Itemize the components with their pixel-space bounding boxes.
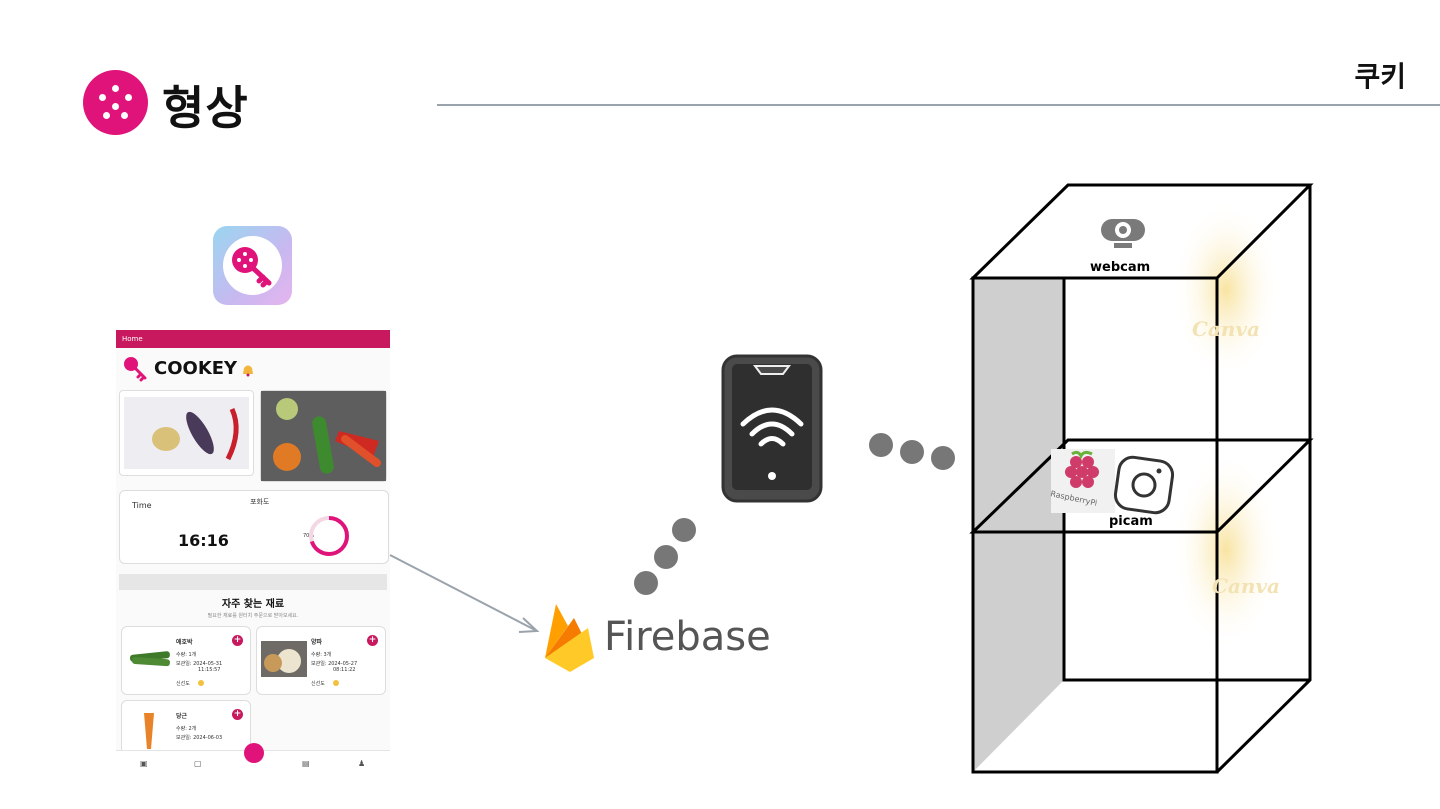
watermark: Canva [1192, 317, 1260, 341]
time-label: Time [132, 501, 152, 510]
firebase-label: Firebase [604, 614, 771, 660]
firebase-flame-icon [545, 604, 594, 672]
team-logo [83, 70, 148, 135]
key-icon [232, 247, 272, 288]
section-title: 자주 찾는 재료 [221, 599, 285, 610]
grid-nav-icon[interactable]: ▤ [302, 759, 310, 768]
center-key-button[interactable] [244, 743, 264, 763]
zucchini-image [129, 651, 170, 667]
ingredient-qty: 수량: 2개 [176, 726, 197, 732]
ingredient-qty: 수량: 1개 [176, 652, 197, 658]
app-brand: COOKEY [154, 358, 238, 379]
gauge-value: 70% [303, 533, 315, 539]
home-nav-icon[interactable]: ▣ [140, 759, 148, 768]
add-button[interactable]: + [367, 635, 378, 646]
carrot-image [144, 713, 154, 749]
connection-dot [654, 545, 678, 569]
fridge-photo-1 [119, 390, 254, 476]
freshness-dot [333, 680, 339, 686]
ingredient-time: 08:11:22 [333, 667, 356, 673]
fridge-photo-2 [260, 390, 387, 482]
section-subtitle: 필요한 재료를 원터치 주문으로 받아보세요. [207, 613, 299, 619]
ingredient-name: 당근 [176, 713, 188, 720]
ingredient-name: 애호박 [176, 639, 193, 646]
connection-dot [931, 446, 955, 470]
fridge-wireframe: Canva Canva [969, 183, 1314, 774]
header-divider [437, 104, 1440, 106]
add-button[interactable]: + [232, 635, 243, 646]
profile-nav-icon[interactable]: ♟ [358, 759, 366, 768]
time-card: Time 포화도 16:16 70% [119, 490, 389, 564]
ingredient-date: 보관일: 2024-05-27 [311, 661, 358, 667]
arrow-app-to-firebase [389, 554, 540, 633]
ingredient-card[interactable]: 애호박 + 수량: 1개 보관일: 2024-05-31 11:15:57 신선… [121, 626, 251, 695]
smartphone-wifi-icon [721, 354, 823, 503]
ingredient-qty: 수량: 3개 [311, 652, 332, 658]
freshness-gauge [309, 516, 349, 556]
app-icon [213, 226, 292, 305]
freshness-label: 포화도 [250, 498, 270, 506]
webcam-icon [1101, 219, 1145, 248]
add-button[interactable]: + [232, 709, 243, 720]
time-value: 16:16 [178, 531, 229, 550]
team-name: 쿠키 [1354, 60, 1406, 93]
app-nav-bar: Home [116, 330, 390, 348]
onion-image [261, 641, 307, 677]
raspberry-pi-icon: RaspberryPi [1050, 449, 1115, 513]
ingredient-date: 보관일: 2024-05-31 [176, 661, 223, 667]
camera-icon [1113, 455, 1175, 515]
freshness-dot [198, 680, 204, 686]
connection-dot [900, 440, 924, 464]
webcam-label: webcam [1090, 260, 1151, 275]
ingredient-time: 11:15:57 [198, 667, 221, 673]
connection-dot [634, 571, 658, 595]
connection-dot [672, 518, 696, 542]
ingredient-date: 보관일: 2024-06-03 [176, 735, 223, 741]
light-glow [1172, 200, 1280, 380]
ingredient-card[interactable]: 양파 + 수량: 3개 보관일: 2024-05-27 08:11:22 신선도 [256, 626, 386, 695]
list-nav-icon[interactable]: ▢ [194, 759, 202, 768]
bell-icon [243, 365, 253, 377]
bottom-nav: ▣ ▢ ▤ ♟ [116, 743, 390, 775]
freshness-text: 신선도 [311, 681, 325, 687]
cookey-key-icon [124, 357, 147, 382]
picam-label: picam [1109, 514, 1153, 529]
freshness-text: 신선도 [176, 681, 190, 687]
app-screenshot: Home COOKEY Time 포화도 16:16 70% [116, 330, 390, 775]
page-title: 형상 [162, 81, 249, 135]
ingredient-name: 양파 [311, 639, 323, 646]
connection-dot [869, 433, 893, 457]
light-glow [1172, 450, 1280, 650]
divider-band [119, 574, 387, 590]
watermark: Canva [1212, 574, 1280, 598]
